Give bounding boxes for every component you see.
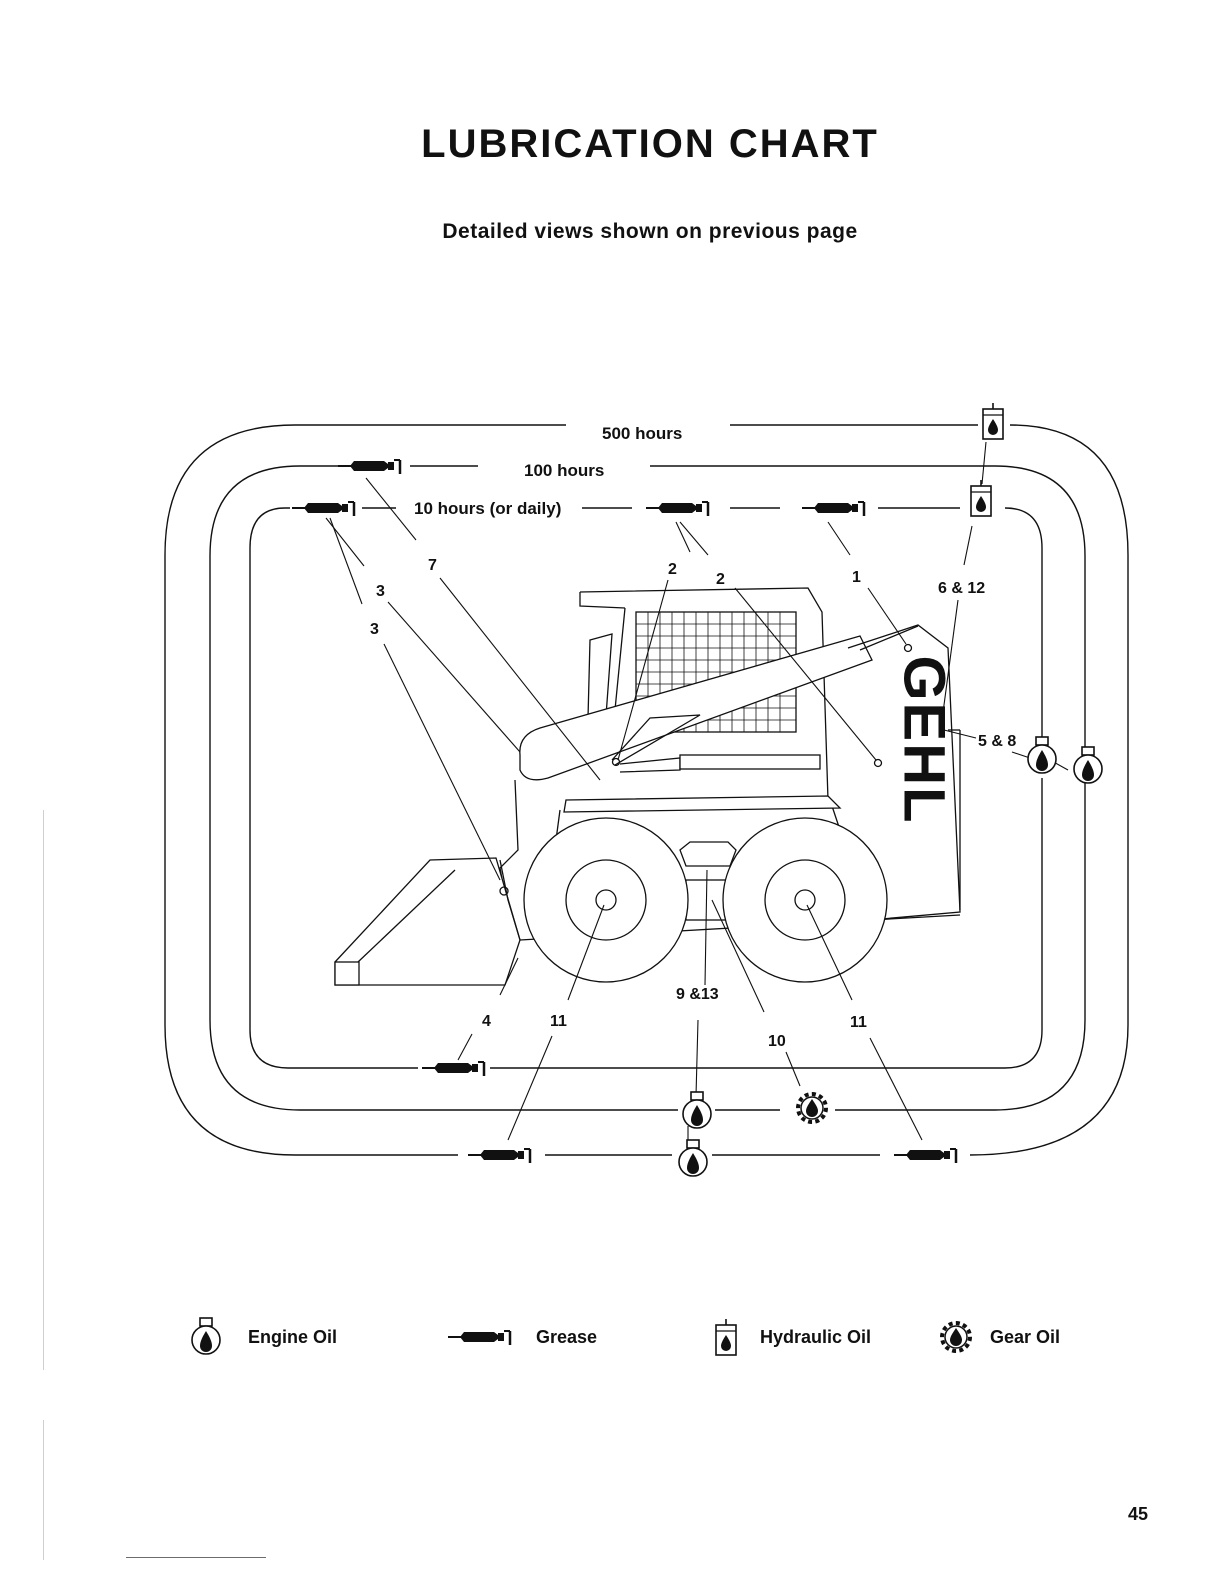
engine-oil-500h-bottom-icon [679, 1140, 707, 1176]
callout-6-12: 6 & 12 [938, 580, 985, 597]
grease-point-10h-3 [292, 502, 354, 516]
scan-margin-line-lower [43, 1420, 44, 1560]
callout-9-13: 9 &13 [676, 986, 719, 1003]
legend-grease: Grease [446, 1312, 597, 1362]
grease-point-500h-11-rear [894, 1149, 956, 1163]
hydraulic-oil-500h-icon [983, 403, 1003, 439]
legend-engine-oil: Engine Oil [188, 1312, 337, 1362]
callout-2-right: 2 [716, 571, 725, 588]
callout-2-left: 2 [668, 561, 677, 578]
hydraulic-oil-icon [712, 1317, 740, 1357]
grease-point-10h-4 [422, 1062, 484, 1076]
callout-5-8: 5 & 8 [978, 733, 1016, 750]
callout-4: 4 [482, 1013, 491, 1030]
interval-10-label: 10 hours (or daily) [414, 499, 561, 518]
legend-label: Gear Oil [990, 1327, 1060, 1348]
engine-oil-100h-bottom-icon [683, 1092, 711, 1128]
engine-oil-10h-icon [1028, 737, 1056, 773]
grease-point-10h-1 [802, 502, 864, 516]
gear-oil-100h-icon [798, 1094, 826, 1122]
legend-hydraulic-oil: Hydraulic Oil [712, 1312, 871, 1362]
callout-1: 1 [852, 569, 861, 586]
legend-label: Grease [536, 1327, 597, 1348]
legend-label: Hydraulic Oil [760, 1327, 871, 1348]
grease-point-500h-11-front [468, 1149, 530, 1163]
callout-7: 7 [428, 557, 437, 574]
engine-oil-icon [188, 1314, 224, 1360]
interval-500-frame [165, 425, 1128, 1155]
callout-3-lower: 3 [370, 621, 379, 638]
footer-rule [126, 1557, 266, 1558]
scan-margin-line [43, 810, 44, 1370]
legend-label: Engine Oil [248, 1327, 337, 1348]
grease-point-10h-2 [646, 502, 708, 516]
engine-oil-100h-icon [1074, 747, 1102, 783]
interval-100-label: 100 hours [524, 461, 604, 480]
interval-500-label: 500 hours [602, 424, 682, 443]
page-number: 45 [1128, 1504, 1148, 1525]
callout-3-upper: 3 [376, 583, 385, 600]
callout-10: 10 [768, 1033, 786, 1050]
hydraulic-oil-10h-icon [971, 480, 991, 516]
grease-gun-icon [446, 1325, 514, 1349]
callout-11-front: 11 [550, 1013, 567, 1030]
grease-point-100h-7 [338, 460, 400, 474]
gear-oil-icon [938, 1319, 974, 1355]
callout-11-rear: 11 [850, 1014, 867, 1031]
legend-gear-oil: Gear Oil [938, 1312, 1060, 1362]
